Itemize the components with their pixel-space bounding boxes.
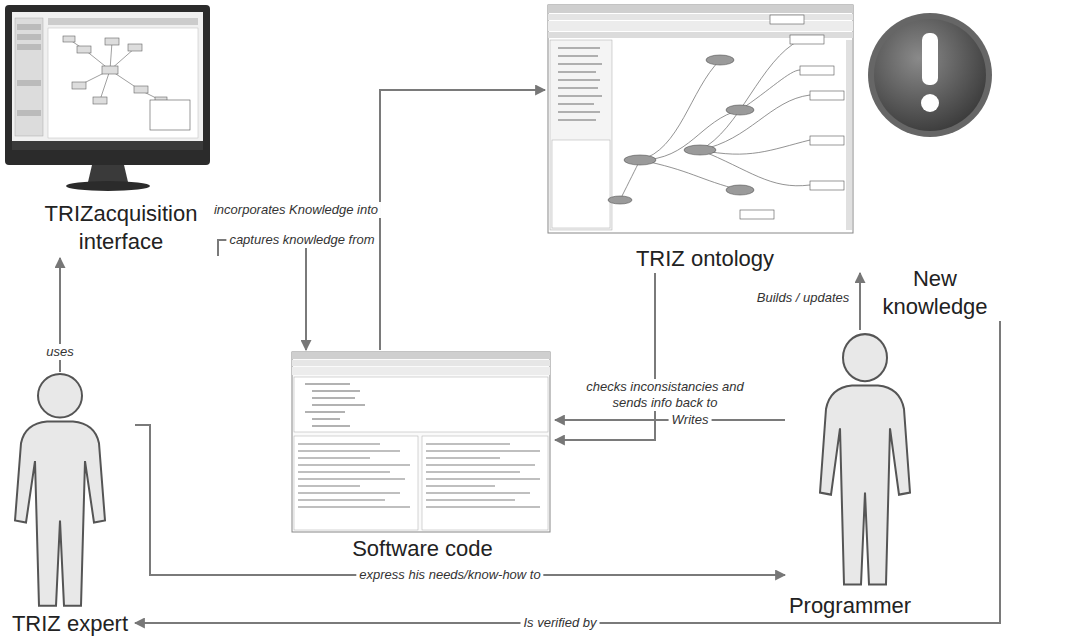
programmer-figure [820, 334, 910, 584]
figure-node: TRIZ expert [5, 372, 135, 638]
edge-label: Builds / updates [754, 290, 853, 306]
edge-label: checks inconsistancies and sends info ba… [570, 379, 761, 411]
connector-arrow [380, 90, 545, 350]
figure-node: TRIZacquisition interface [5, 5, 237, 256]
node-caption: Programmer [785, 592, 915, 620]
connector-arrow [135, 425, 785, 575]
edge-label: captures knowledge from [226, 232, 377, 248]
figure-node: Software code [290, 350, 555, 563]
node-caption: TRIZacquisition interface [5, 200, 237, 256]
exclamation-icon [868, 13, 992, 137]
monitor-illustration [5, 5, 210, 191]
connector-arrow [859, 273, 861, 330]
expert-figure [15, 374, 105, 606]
node-caption: TRIZ expert [5, 610, 135, 638]
edge-label: incorporates Knowledge into [211, 202, 381, 218]
edge-label: Is verified by [521, 615, 600, 631]
node-caption: Software code [290, 535, 555, 563]
edge-label: express his needs/know-how to [356, 567, 543, 583]
figure-node: Programmer [785, 330, 915, 620]
ontology-screenshot [548, 5, 853, 233]
node-caption: New knowledge [860, 265, 1010, 321]
connector-arrow [135, 321, 1000, 623]
connector-arrow [555, 273, 655, 440]
figure-node: TRIZ ontology [545, 5, 865, 273]
edge-label: Writes [669, 412, 712, 428]
code-screenshot [292, 352, 550, 532]
node-caption: TRIZ ontology [545, 245, 865, 273]
edge-label: uses [43, 344, 76, 360]
figure-node: New knowledge [860, 10, 1010, 321]
connector-arrow [218, 240, 306, 350]
